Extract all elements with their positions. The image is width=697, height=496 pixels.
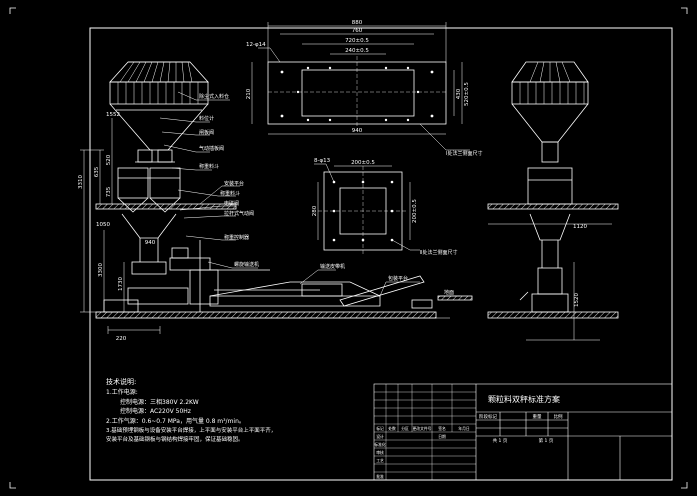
callout-label: 称重控制器 bbox=[224, 234, 249, 241]
hole-note: 8-φ13 bbox=[314, 158, 331, 164]
dim-label: 880 bbox=[352, 20, 363, 26]
callout-label: 称重料斗 bbox=[199, 163, 219, 170]
title-block-cell: 标准化 bbox=[374, 442, 386, 447]
title-block-cell: 共 1 页 bbox=[493, 437, 508, 444]
dim-label: 940 bbox=[145, 240, 156, 246]
callout-label: Ⅱ处法兰侧面尺寸 bbox=[420, 249, 457, 256]
hole-note: 12-φ14 bbox=[246, 42, 266, 48]
title-block-cell: 处数 bbox=[388, 426, 396, 431]
callout-label: 包装平台 bbox=[388, 275, 408, 282]
corner-marks bbox=[9, 7, 688, 489]
dim-label: 635 bbox=[94, 166, 100, 177]
callout-label: 称重料斗 bbox=[220, 190, 240, 197]
front-view bbox=[95, 61, 473, 319]
dim-label: 200±0.5 bbox=[412, 199, 418, 223]
dim-label: 1050 bbox=[96, 222, 110, 228]
callout-label: 电磁阀 bbox=[224, 200, 239, 207]
dim-label: 940 bbox=[352, 128, 363, 134]
callout-label: 螺旋输送机 bbox=[234, 261, 259, 268]
callout-label: 除尘式入料仓 bbox=[199, 93, 229, 100]
title-block-cell: 重量 bbox=[533, 413, 542, 420]
flange-view bbox=[318, 166, 408, 256]
title-block-cell: 审核 bbox=[376, 450, 384, 455]
plan-view bbox=[267, 56, 447, 128]
plan-dimensions bbox=[251, 22, 470, 151]
front-callout-leaders bbox=[159, 91, 460, 299]
dim-label: 220 bbox=[116, 336, 127, 342]
flange-dimensions bbox=[314, 163, 420, 251]
dim-label: 240±0.5 bbox=[345, 48, 369, 54]
callout-label: Ⅰ处法兰侧面尺寸 bbox=[446, 150, 482, 157]
title-block-cell: 更改文件号 bbox=[413, 426, 432, 431]
title-block-cell: 日期 bbox=[438, 434, 446, 439]
dim-label: 1120 bbox=[573, 224, 587, 230]
notes-heading: 技术说明: bbox=[106, 377, 136, 386]
dim-label: 1730 bbox=[118, 277, 124, 291]
technical-notes: 技术说明: 1.工作电源: 控制电源：三相380V 2.2KW 控制电源：AC2… bbox=[106, 377, 276, 443]
dim-label: 3310 bbox=[78, 175, 84, 189]
note-line: 控制电源：三相380V 2.2KW bbox=[120, 398, 199, 406]
dim-label: 520±0.5 bbox=[464, 82, 470, 106]
title-block-cell: 批准 bbox=[376, 474, 384, 479]
callout-label: 闸板阀 bbox=[199, 129, 214, 136]
callout-label: 地面 bbox=[444, 289, 454, 296]
title-block-cell: 设计 bbox=[376, 434, 384, 439]
callout-label: 气动插板阀 bbox=[199, 145, 224, 152]
note-line: 2.工作气源：0.6~0.7 MPa，用气量 0.8 m³/min。 bbox=[106, 417, 245, 425]
dim-label: 760 bbox=[352, 28, 363, 34]
side-dimensions bbox=[488, 223, 612, 341]
dim-label: 1520 bbox=[574, 293, 580, 307]
note-line: 控制电源：AC220V 50Hz bbox=[120, 407, 191, 415]
title-block-cell: 阶段标记 bbox=[479, 413, 497, 420]
dim-label: 1552 bbox=[106, 112, 120, 118]
dim-label: 210 bbox=[246, 88, 252, 99]
title-block bbox=[373, 383, 673, 481]
title-block-cell: 第 1 页 bbox=[539, 437, 554, 444]
dim-label: 720±0.5 bbox=[345, 38, 369, 44]
title-block-cell: 标记 bbox=[376, 426, 384, 431]
dim-label: 200±0.5 bbox=[351, 160, 375, 166]
side-view bbox=[487, 61, 619, 319]
dim-label: 735 bbox=[106, 186, 112, 197]
note-line: 1.工作电源: bbox=[106, 388, 138, 396]
dim-label: 280 bbox=[312, 205, 318, 216]
title-block-cell: 分区 bbox=[401, 426, 409, 431]
title-block-cell: 年月日 bbox=[458, 426, 470, 431]
callout-label: 拉杆式气动阀 bbox=[224, 210, 254, 217]
note-line: 3.基础预埋钢板与设备安装平台焊接，上平面与安装平台上平面平齐， bbox=[106, 426, 276, 434]
title-block-cell: 工艺 bbox=[376, 458, 384, 463]
callout-label: 输送皮带机 bbox=[320, 263, 345, 270]
dim-label: 3300 bbox=[98, 263, 104, 277]
front-dimensions bbox=[80, 118, 161, 334]
title-block-cell: 签名 bbox=[438, 426, 446, 431]
title-block-cell: 比例 bbox=[554, 413, 563, 420]
note-line: 安装平台及基础钢板与钢结构焊接牢固，保证基础稳固。 bbox=[106, 435, 244, 443]
callout-label: 料位计 bbox=[199, 115, 214, 122]
dim-label: 430 bbox=[456, 88, 462, 99]
dim-label: 520 bbox=[106, 154, 112, 165]
drawing-title: 颗粒料双秤标准方案 bbox=[488, 394, 560, 404]
callout-label: 安装平台 bbox=[224, 180, 244, 187]
